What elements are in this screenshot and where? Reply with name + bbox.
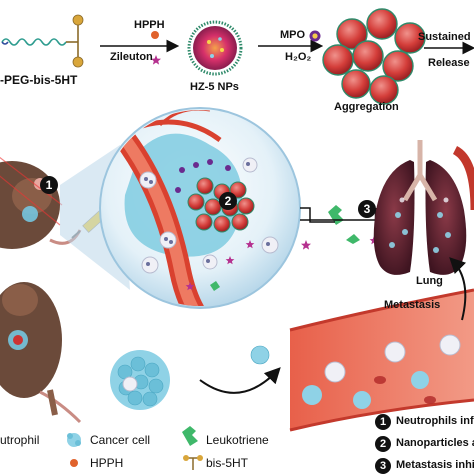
lung-illustration [373, 140, 474, 275]
lung-label: Lung [416, 275, 443, 287]
polymer-chain [1, 14, 84, 68]
arrow-to-lung [449, 257, 467, 321]
legend-item-1-badge: 1 [375, 414, 391, 430]
metastasis-label: Metastasis [384, 299, 441, 311]
legend-leukotriene-label: Leukotriene [206, 433, 269, 447]
mpo-label: MPO [280, 29, 306, 41]
release-label: Release [428, 57, 470, 69]
aggregation-label: Aggregation [334, 101, 399, 113]
legend-item-1-text: Neutrophils infil [396, 415, 474, 427]
legend-item-2-badge: 2 [375, 436, 391, 452]
mpo-icon [309, 30, 321, 42]
legend-hpph-icon [70, 459, 78, 467]
legend-bis5ht-label: bis-5HT [206, 456, 249, 470]
arrow-to-vessel [199, 367, 281, 394]
legend-cancer-icon [67, 433, 81, 447]
aggregation-cluster [322, 8, 426, 105]
inhibit-connector [300, 207, 335, 223]
step-3-badge: 3 [358, 200, 376, 218]
legend-neutrophil-label: utrophil [0, 433, 40, 447]
legend-bis5ht-icon [183, 455, 203, 470]
legend-leukotriene-icon [182, 426, 198, 446]
sustained-label: Sustained [418, 31, 471, 43]
h2o2-label: H₂O₂ [285, 51, 312, 63]
step-1-badge: 1 [40, 176, 58, 194]
hpph-label: HPPH [134, 19, 165, 31]
hpph-dot-icon [151, 31, 159, 39]
zoom-bubble [99, 107, 301, 309]
hz5-nanoparticle [187, 20, 243, 76]
nps-label: HZ-5 NPs [190, 81, 239, 93]
zileuton-star-icon [301, 240, 311, 250]
blood-vessel [289, 288, 474, 432]
legend-item-2-text: Nanoparticles a [396, 437, 474, 449]
legend-cancer-label: Cancer cell [90, 433, 151, 447]
zileuton-label: Zileuton [110, 51, 153, 63]
cancer-cell [250, 345, 270, 365]
zileuton-star-icon [151, 55, 161, 65]
polymer-label: -PEG-bis-5HT [0, 73, 78, 87]
cancer-cell-cluster [110, 350, 170, 410]
legend-hpph-label: HPPH [90, 456, 124, 470]
mouse-bottom [0, 282, 82, 424]
leukotriene-group [328, 205, 360, 244]
legend-item-3-text: Metastasis inhi [396, 459, 474, 471]
step-2-badge: 2 [219, 192, 237, 210]
legend-item-3-badge: 3 [375, 458, 391, 474]
